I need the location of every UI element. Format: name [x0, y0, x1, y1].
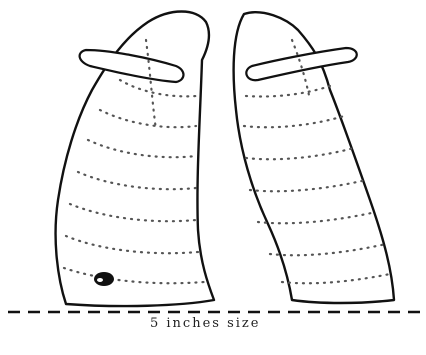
dark-spot [94, 272, 114, 286]
left-bronchus [80, 50, 184, 82]
size-caption: 5 inches size [150, 316, 300, 331]
dark-spot-highlight [97, 278, 103, 282]
right-bronchus [246, 48, 356, 80]
